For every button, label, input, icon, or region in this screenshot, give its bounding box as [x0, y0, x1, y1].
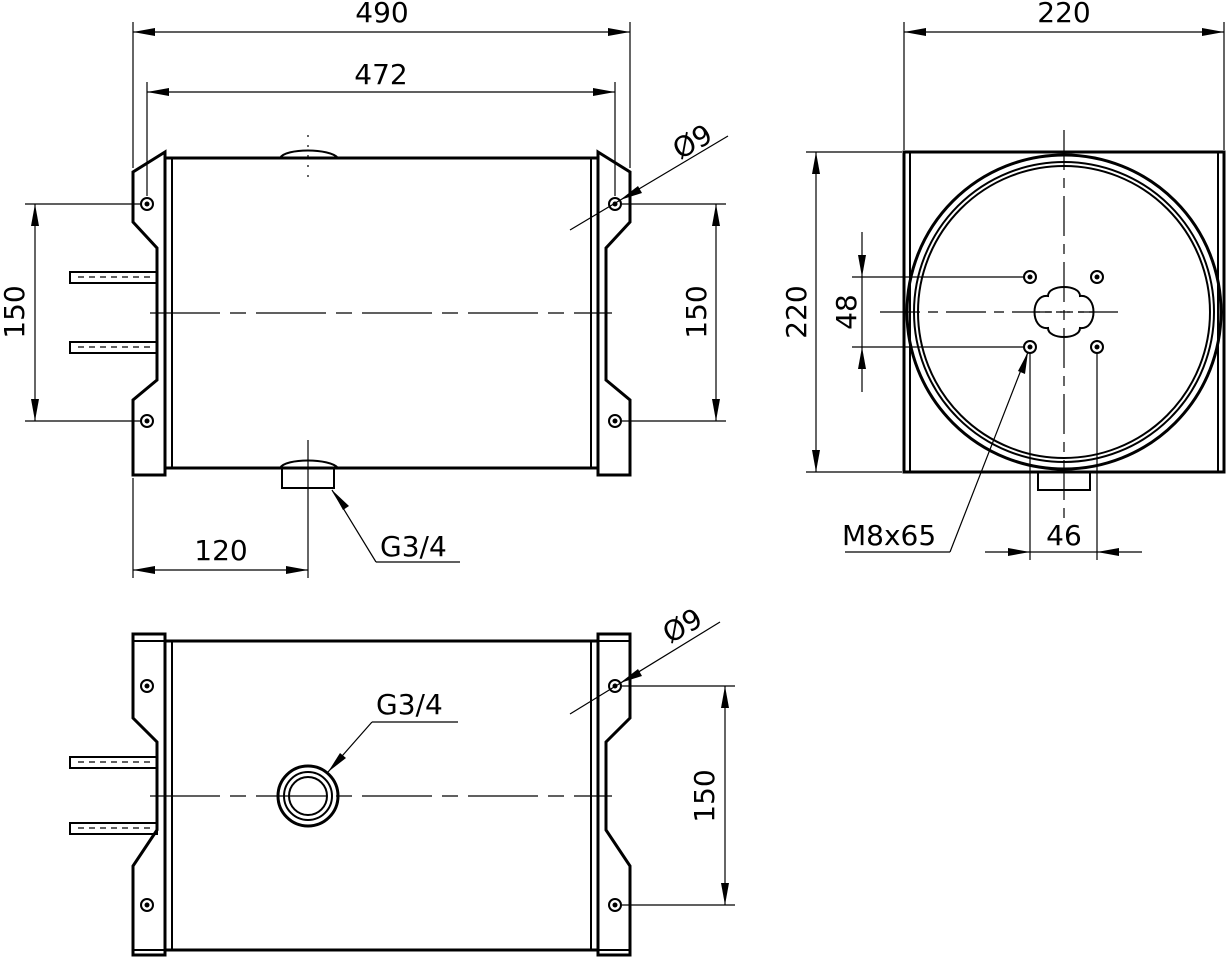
dim-120: 120: [194, 534, 247, 567]
dim-472: 472: [354, 58, 407, 91]
top-connection-label: G3/4: [376, 688, 443, 721]
dim-150-top-view: 150: [688, 769, 721, 822]
side-view: 220 220 48 46 M8x65: [780, 0, 1226, 560]
dim-150-left: 150: [0, 285, 31, 338]
dim-220-top: 220: [1037, 0, 1090, 29]
front-view: 490 472 150 150 120 G3/4: [0, 0, 729, 578]
dim-48: 48: [830, 294, 863, 330]
dim-220-left: 220: [780, 285, 813, 338]
dim-150-right: 150: [680, 285, 713, 338]
front-hole-label: Ø9: [667, 118, 718, 167]
dim-46: 46: [1046, 519, 1082, 552]
front-connection-label: G3/4: [380, 530, 447, 563]
bolt-label: M8x65: [842, 519, 936, 552]
top-view: G3/4 Ø9 150: [69, 602, 735, 957]
dim-490: 490: [355, 0, 408, 29]
top-hole-label: Ø9: [657, 602, 708, 651]
